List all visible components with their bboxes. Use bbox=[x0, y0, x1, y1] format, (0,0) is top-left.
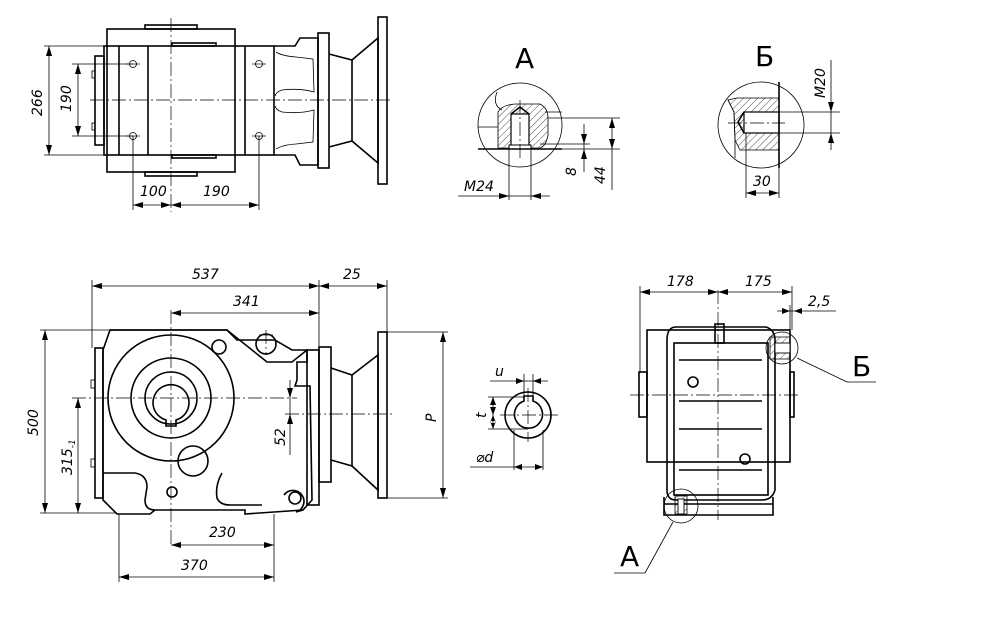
dim-190-vertical: 190 bbox=[59, 85, 75, 112]
dim-d: ⌀d bbox=[476, 450, 493, 466]
side-view: 178 175 2,5 Б А bbox=[614, 274, 876, 574]
shaft-section: u t ⌀d bbox=[470, 364, 558, 470]
dim-52: 52 bbox=[273, 428, 289, 446]
dim-44: 44 bbox=[593, 166, 609, 184]
dim-u: u bbox=[495, 364, 504, 380]
dim-p: P bbox=[424, 413, 440, 422]
top-view: 266 190 100 190 bbox=[30, 16, 392, 212]
dim-370: 370 bbox=[181, 558, 208, 574]
dim-t: t bbox=[474, 412, 490, 418]
front-view: 537 25 341 500 315-1 52 P 230 370 bbox=[26, 267, 448, 582]
dim-25: 25 bbox=[343, 267, 361, 283]
dim-100: 100 bbox=[140, 184, 167, 200]
detail-b-label: Б bbox=[755, 40, 774, 73]
dim-175: 175 bbox=[745, 274, 772, 290]
dim-230: 230 bbox=[209, 525, 236, 541]
dim-341: 341 bbox=[233, 294, 260, 310]
dim-m20: M20 bbox=[813, 68, 829, 98]
dim-2-5: 2,5 bbox=[808, 294, 830, 310]
dim-m24: M24 bbox=[464, 179, 494, 195]
dim-178: 178 bbox=[667, 274, 694, 290]
dim-190-horizontal: 190 bbox=[203, 184, 230, 200]
detail-a-label: А bbox=[515, 42, 534, 75]
detail-a: А M24 8 44 bbox=[458, 42, 620, 200]
dim-315: 315-1 bbox=[60, 439, 78, 475]
dim-30: 30 bbox=[753, 174, 771, 190]
dim-537: 537 bbox=[192, 267, 219, 283]
dim-315-tolerance: -1 bbox=[68, 439, 78, 448]
dim-500: 500 bbox=[26, 409, 42, 436]
dim-315-value: 315 bbox=[60, 448, 76, 475]
callout-b-label: Б bbox=[852, 350, 871, 383]
detail-b: Б M20 30 bbox=[717, 40, 840, 198]
callout-a-label: А bbox=[620, 540, 639, 573]
dim-266: 266 bbox=[30, 89, 46, 116]
dim-8: 8 bbox=[564, 167, 580, 176]
